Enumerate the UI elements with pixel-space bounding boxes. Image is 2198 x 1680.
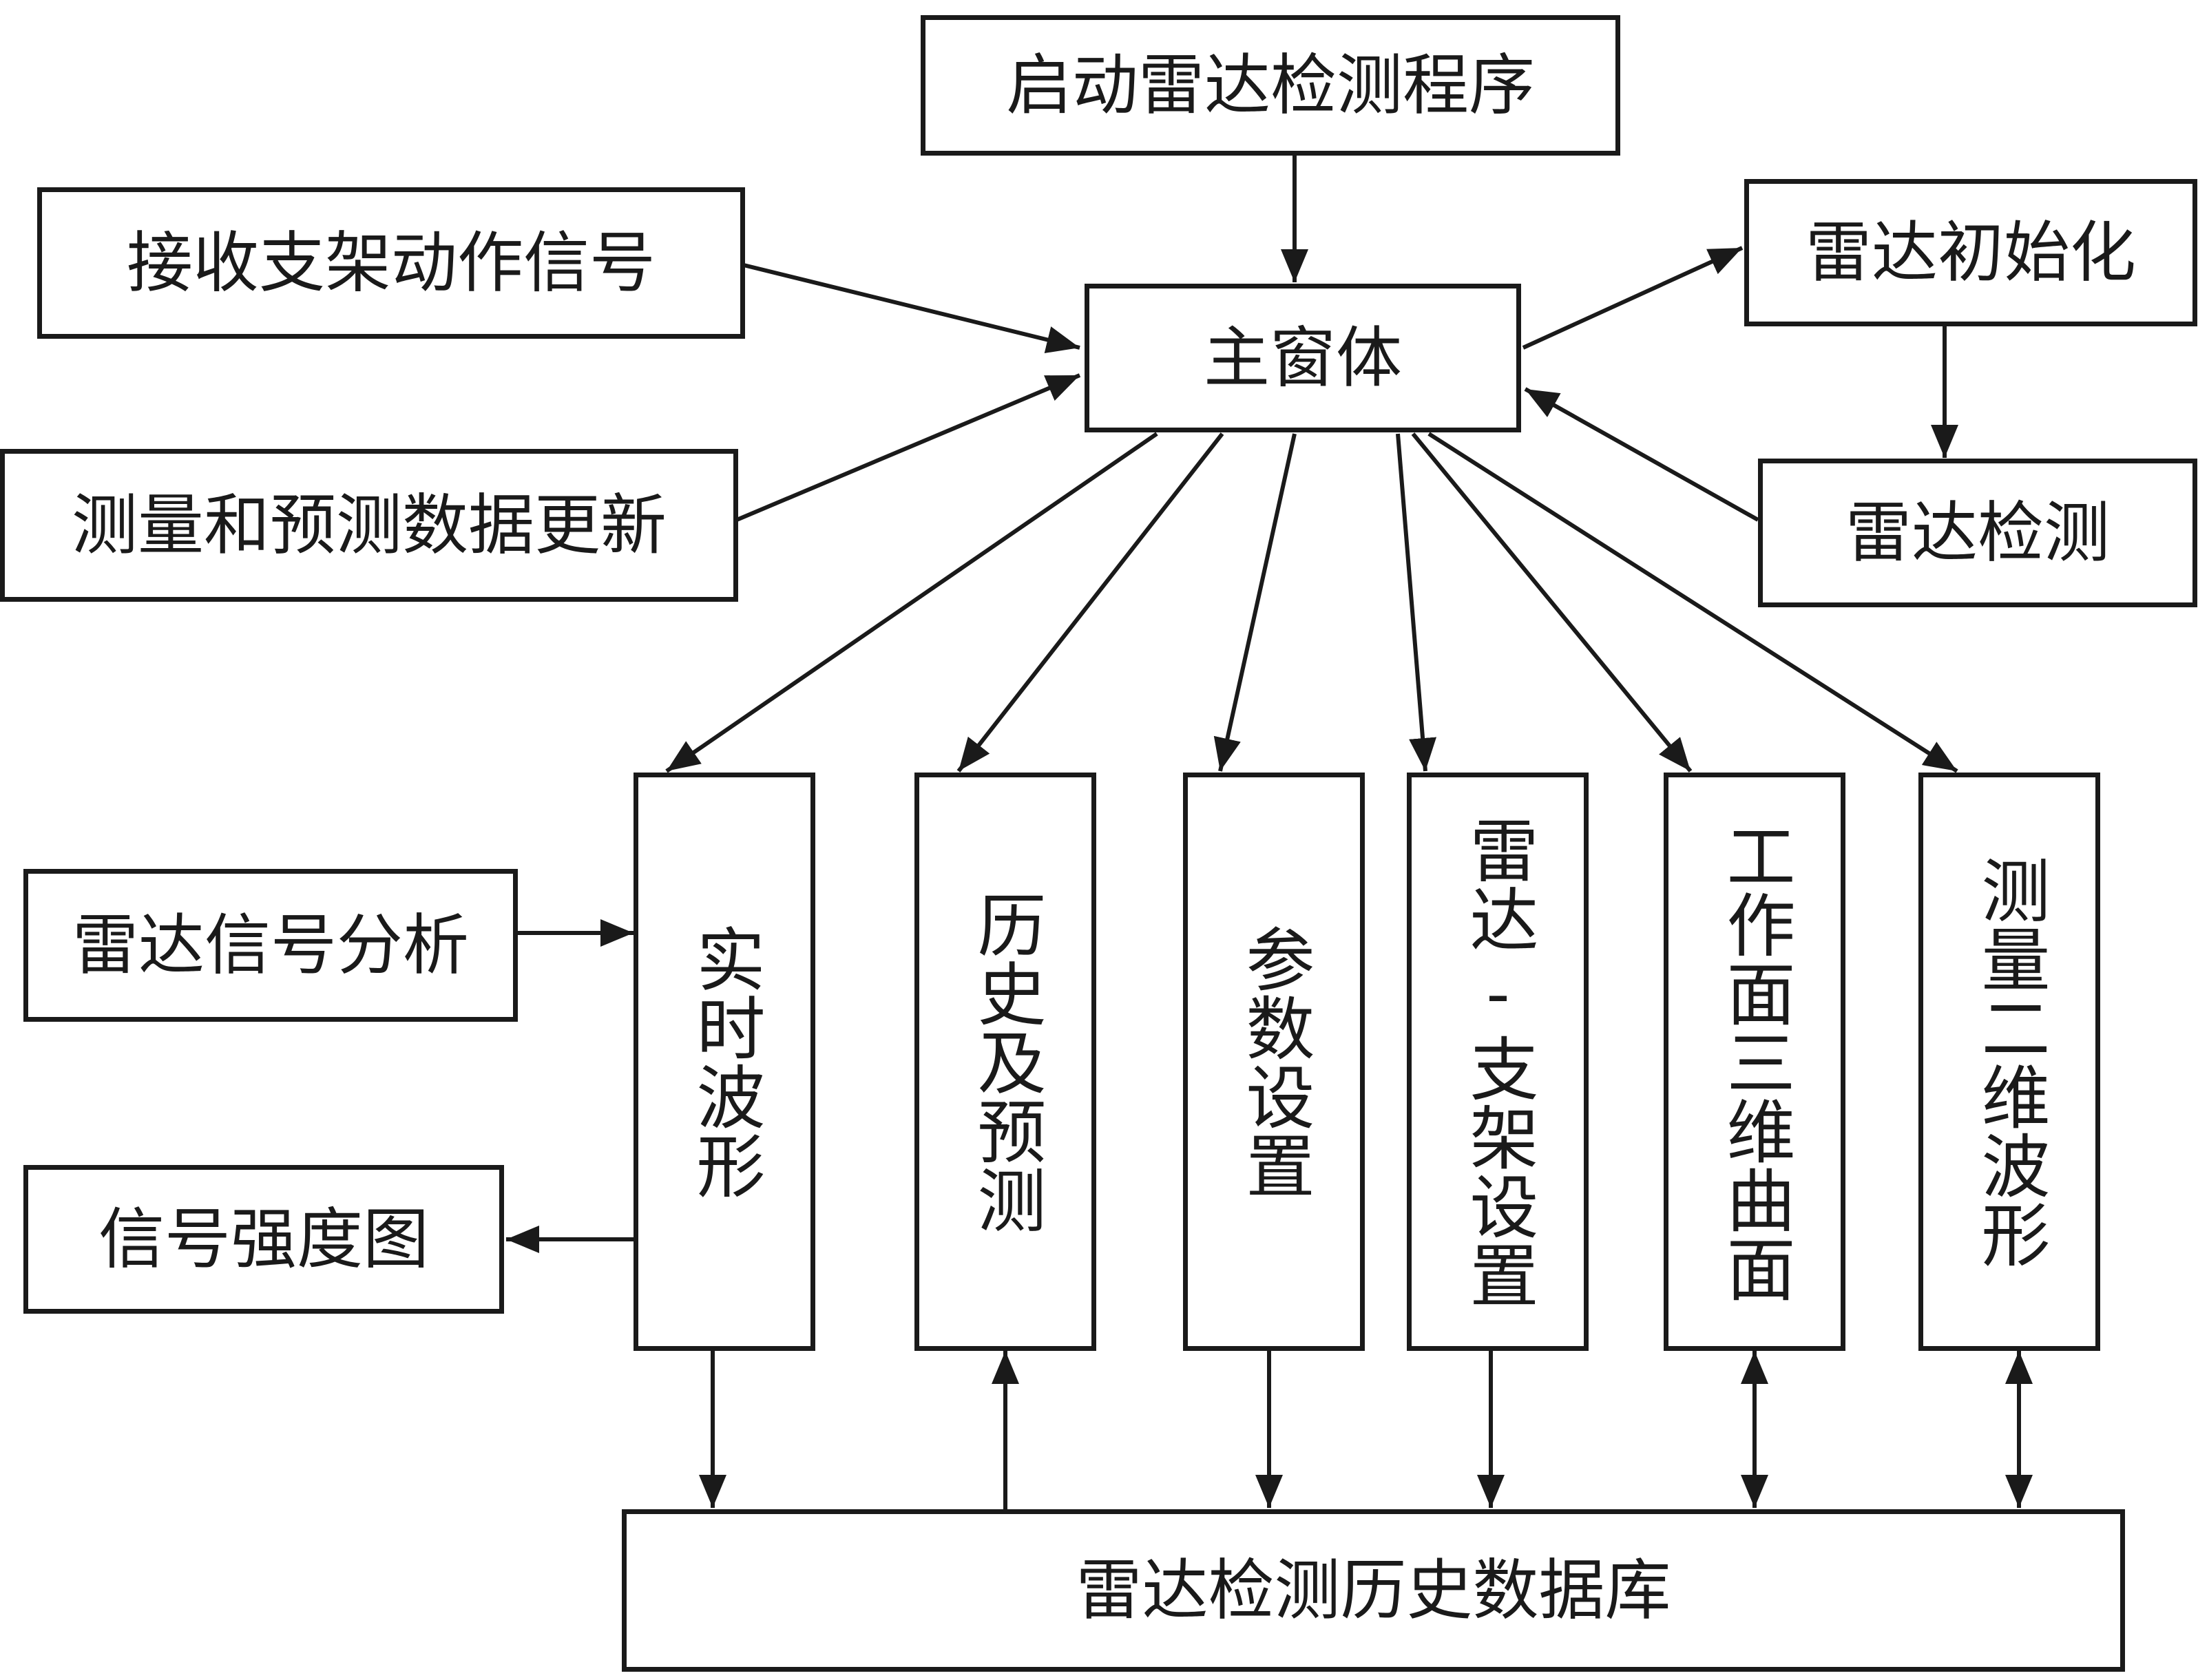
data-update-box: 测量和预测数据更新 [0,449,738,602]
edge-main-workface [1411,432,1693,773]
history-prediction-label: 历史及预测 [965,890,1046,1234]
main-window-box: 主窗体 [1085,284,1521,432]
signal-strength-label: 信号强度图 [98,1201,429,1278]
history-db-label: 雷达检测历史数据库 [1076,1552,1671,1629]
edge-main-init [1522,246,1744,350]
param-settings-label: 参数设置 [1234,924,1315,1199]
realtime-waveform-box: 实时波形 [634,773,815,1351]
history-prediction-box: 历史及预测 [914,773,1096,1351]
receive-signal-box: 接收支架动作信号 [37,187,745,339]
param-settings-box: 参数设置 [1183,773,1365,1351]
workface-3d-label: 工作面三维曲面 [1715,821,1795,1303]
history-db-box: 雷达检测历史数据库 [622,1509,2125,1672]
edge-main-history [956,432,1224,773]
radar-detect-label: 雷达检测 [1845,494,2110,571]
receive-signal-label: 接收支架动作信号 [127,224,656,302]
main-window-label: 主窗体 [1204,319,1402,397]
radar-init-box: 雷达初始化 [1744,179,2197,326]
measure-2d-label: 测量二维波形 [1969,855,2050,1268]
edge-detect-main [1524,387,1759,522]
edge-main-measure [1427,432,1958,773]
edge-receive-main [743,263,1080,353]
start-program-box: 启动雷达检测程序 [921,15,1620,156]
radar-signal-analysis-label: 雷达信号分析 [72,907,469,984]
signal-strength-box: 信号强度图 [23,1165,504,1314]
radar-signal-analysis-box: 雷达信号分析 [23,869,518,1022]
measure-2d-box: 测量二维波形 [1918,773,2100,1351]
workface-3d-box: 工作面三维曲面 [1664,773,1845,1351]
edge-main-realtime [665,432,1158,773]
edge-main-param [1213,433,1297,772]
realtime-waveform-label: 实时波形 [684,924,765,1199]
radar-support-settings-label: 雷达-支架设置 [1458,815,1538,1309]
radar-init-label: 雷达初始化 [1806,214,2136,291]
start-program-label: 启动雷达检测程序 [1006,47,1535,124]
radar-support-settings-box: 雷达-支架设置 [1407,773,1589,1351]
edge-main-support [1396,433,1437,772]
radar-detect-box: 雷达检测 [1758,459,2197,607]
edge-update-main [735,373,1081,522]
data-update-label: 测量和预测数据更新 [72,487,667,564]
